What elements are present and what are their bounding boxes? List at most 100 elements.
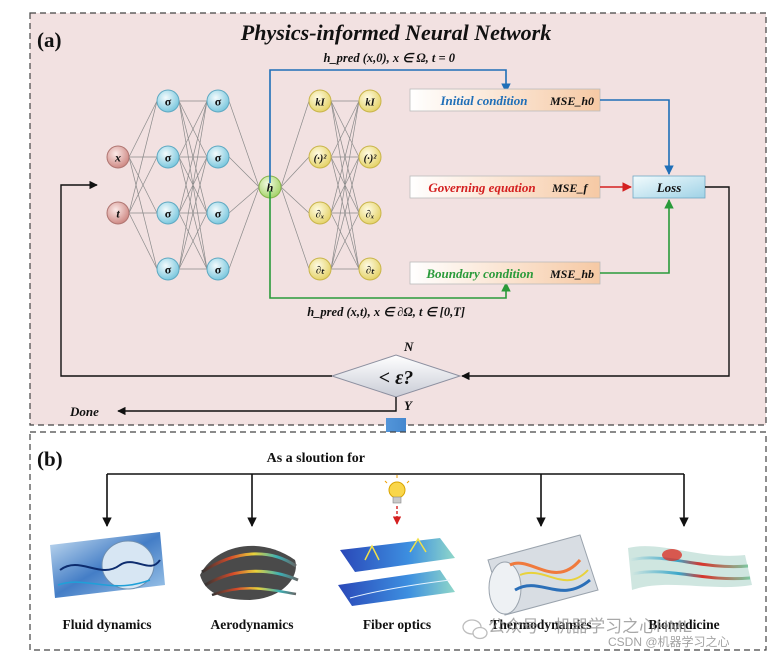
hidden2-neuron-label: σ: [215, 263, 222, 277]
network-edge: [228, 156, 260, 188]
bottom-path-arrow: [269, 191, 511, 299]
boundary-mse-label: MSE_hb: [549, 267, 594, 281]
loss-box: Loss: [632, 175, 706, 199]
operator2-neuron: [358, 89, 382, 113]
operator1-neuron-label: kI: [315, 98, 325, 109]
panel-a-title: Physics-informed Neural Network: [240, 20, 551, 45]
network-edge: [128, 156, 158, 214]
governing-equation-label: Governing equation: [428, 180, 535, 195]
intro-text: As a sloution for: [267, 451, 365, 466]
network-edge: [228, 186, 260, 214]
hidden2-neuron: [206, 89, 230, 113]
operator1-neuron-label: ∂ₓ: [316, 210, 325, 221]
top-path-arrow: [269, 69, 511, 183]
input-neuron-label: x: [114, 151, 121, 165]
initial-condition-label: Initial condition: [439, 93, 527, 108]
operator2-neuron: [358, 201, 382, 225]
operator2-neuron-label: ∂ₓ: [366, 210, 375, 221]
hidden2-neuron-label: σ: [215, 95, 222, 109]
operator2-neuron-label: ∂ₜ: [366, 266, 375, 277]
loss-to-decision-arrow: [461, 186, 730, 381]
bottom-arrow-label: h_pred (x,t), x ∈ ∂Ω, t ∈ [0,T]: [307, 305, 465, 319]
panel-b-label: (b): [37, 447, 63, 471]
network-edge: [128, 212, 158, 270]
lightbulb-icon: [384, 475, 410, 504]
governing-equation-box: Governing equation MSE_f: [409, 175, 601, 199]
network-edge: [330, 100, 360, 270]
fiber-optics-image: [338, 537, 455, 606]
panel-a-label: (a): [37, 28, 62, 52]
done-arrow: [117, 397, 397, 416]
app-label-fiber-optics: Fiber optics: [363, 617, 431, 632]
app-label-aerodynamics: Aerodynamics: [211, 617, 294, 632]
hidden1-neuron: [156, 257, 180, 281]
network-edge: [330, 100, 360, 158]
initial-mse-label: MSE_h0: [549, 94, 594, 108]
network-edge: [178, 212, 208, 270]
app-label-thermodynamics: Thermodynamics: [490, 617, 591, 632]
network-edge: [178, 100, 208, 158]
no-label: N: [403, 339, 414, 354]
wechat-icon: [462, 619, 488, 640]
initial-condition-box: Initial condition MSE_h0: [409, 88, 601, 112]
network-edge: [228, 186, 260, 270]
network-edges: [128, 100, 360, 270]
done-label: Done: [69, 404, 99, 419]
hidden2-neuron-label: σ: [215, 207, 222, 221]
network-edge: [178, 100, 208, 270]
thermodynamics-image: [487, 534, 599, 616]
network-edge: [330, 212, 360, 270]
retrain-feedback-arrow: [60, 180, 332, 377]
initial-to-loss-arrow: [600, 99, 674, 175]
aerodynamics-image: [200, 545, 299, 600]
operator2-neuron: [358, 257, 382, 281]
operator1-neuron: [308, 145, 332, 169]
app-label-fluid-dynamics: Fluid dynamics: [63, 617, 152, 632]
operator1-neuron: [308, 89, 332, 113]
network-edge: [178, 156, 208, 270]
input-neuron-label: t: [116, 207, 120, 221]
decision-label: < ε?: [379, 367, 414, 389]
output-neuron-label: h: [267, 181, 274, 195]
biomedicine-image: [628, 546, 752, 590]
operator2-neuron-label: kI: [365, 98, 375, 109]
hidden2-neuron: [206, 257, 230, 281]
network-edge: [228, 100, 260, 188]
operator1-neuron-label: (·)²: [314, 154, 328, 165]
network-edge: [330, 100, 360, 214]
network-edge: [280, 100, 310, 188]
watermark-top: 公众号 · 机器学习之心HML: [488, 617, 692, 636]
boundary-condition-label: Boundary condition: [425, 266, 533, 281]
hidden2-neuron: [206, 145, 230, 169]
hidden1-neuron: [156, 201, 180, 225]
boundary-condition-box: Boundary condition MSE_hb: [409, 261, 601, 285]
governing-mse-label: MSE_f: [551, 181, 588, 195]
operator2-neuron-label: (·)²: [364, 154, 378, 165]
hidden1-neuron-label: σ: [165, 151, 172, 165]
hidden2-neuron: [206, 201, 230, 225]
loss-label: Loss: [656, 180, 682, 195]
network-edge: [280, 186, 310, 270]
hidden1-neuron-label: σ: [165, 95, 172, 109]
app-label-biomedicine: Biomedicine: [648, 617, 719, 632]
decision-diamond: < ε?: [330, 354, 462, 398]
network-edge: [280, 156, 310, 188]
network-edge: [128, 100, 158, 214]
fluid-dynamics-image: [50, 532, 165, 598]
input-neuron: [106, 201, 130, 225]
operator1-neuron: [308, 257, 332, 281]
hidden1-neuron-label: σ: [165, 263, 172, 277]
yes-label: Y: [404, 398, 413, 413]
input-neuron: [106, 145, 130, 169]
operator1-neuron-label: ∂ₜ: [316, 266, 325, 277]
top-arrow-label: h_pred (x,0), x ∈ Ω, t = 0: [323, 51, 455, 65]
network-edge: [128, 100, 158, 158]
watermark-bottom: CSDN @机器学习之心: [608, 634, 730, 649]
network-edge: [280, 186, 310, 214]
network-edge: [330, 156, 360, 270]
boundary-to-loss-arrow: [600, 199, 674, 274]
operator2-neuron: [358, 145, 382, 169]
